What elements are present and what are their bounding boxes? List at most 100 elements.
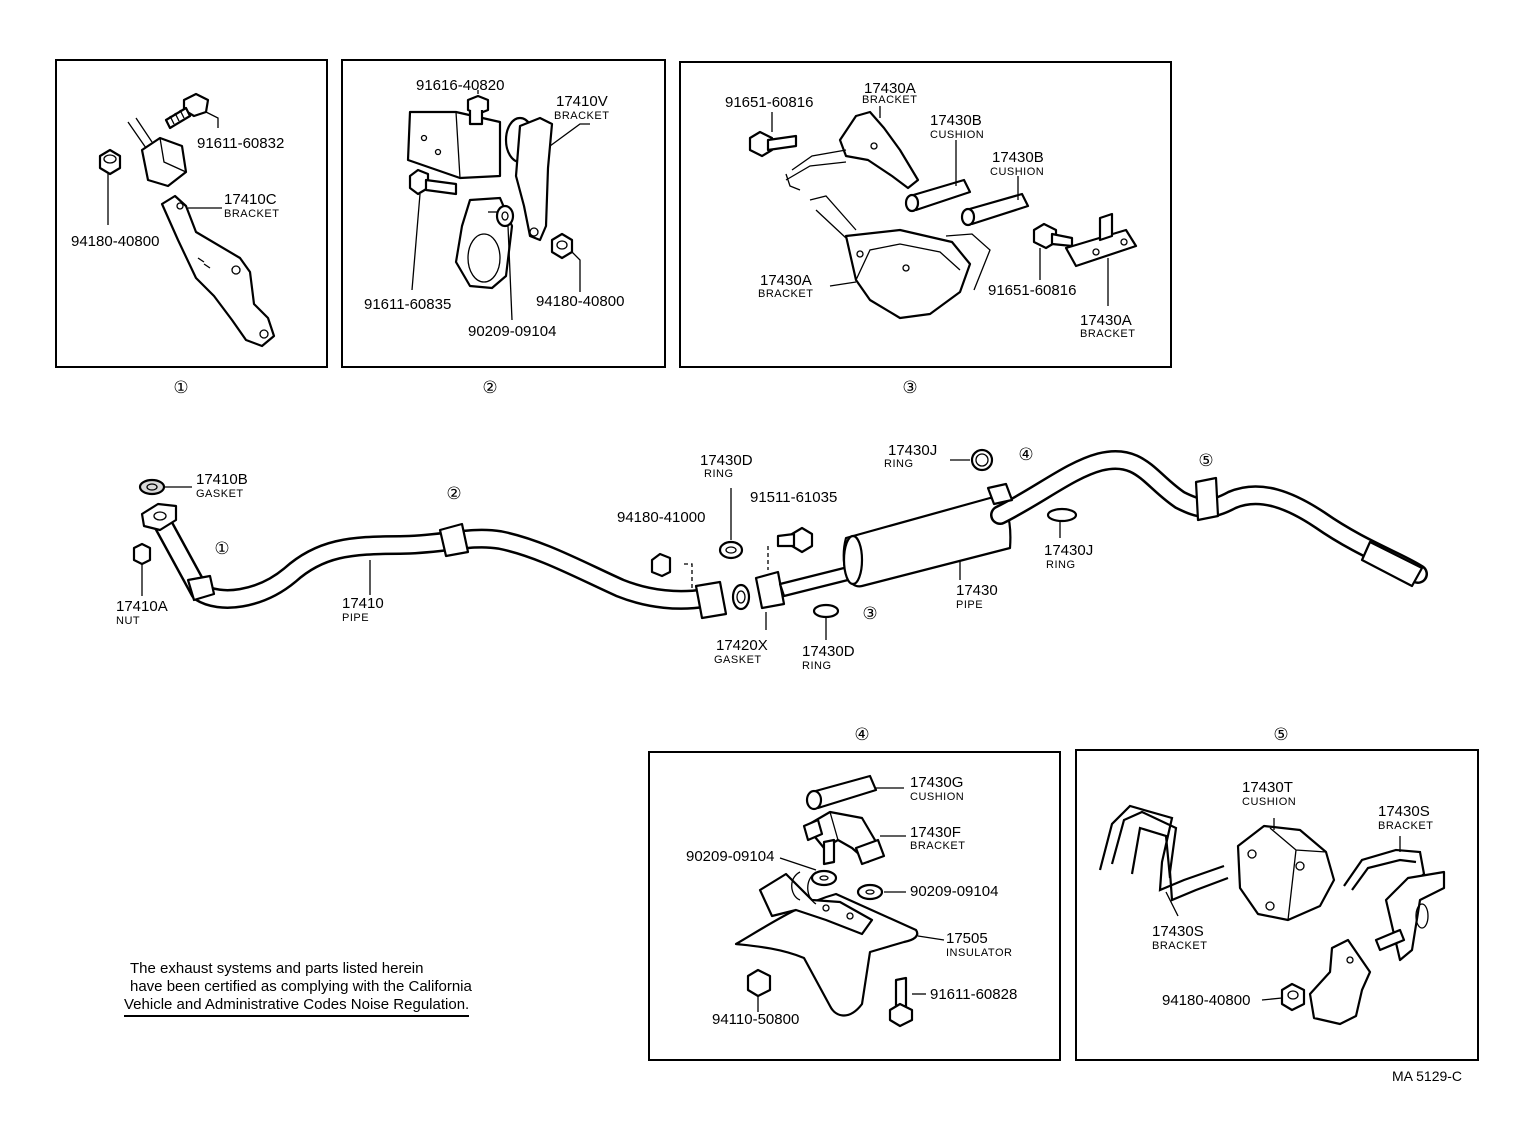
label-91611-60832: 91611-60832 xyxy=(197,135,284,152)
box-callout-3: ③ xyxy=(902,378,917,397)
desc-17430A-right: BRACKET xyxy=(1080,328,1135,340)
label-17430B-a: 17430B xyxy=(930,112,982,129)
label-91611-60835: 91611-60835 xyxy=(364,296,451,313)
bracket-icon xyxy=(1064,212,1138,268)
label-17430G: 17430G xyxy=(910,774,963,791)
bolt-icon xyxy=(767,526,814,570)
desc-17430T: CUSHION xyxy=(1242,796,1296,808)
box2-parts: 91616-40820 17410V BRACKET 91611-60835 9… xyxy=(364,77,624,340)
label-94180-40800-box1: 94180-40800 xyxy=(71,233,159,250)
muffler-pipe-icon xyxy=(754,450,1428,610)
detail-box-2 xyxy=(341,59,666,368)
desc-17410B: GASKET xyxy=(196,488,244,500)
box5-parts: 17430T CUSHION 17430S BRACKET 17430S BRA… xyxy=(1098,779,1446,1026)
detail-box-1 xyxy=(55,59,328,368)
label-94180-41000: 94180-41000 xyxy=(617,509,705,526)
ring-icon xyxy=(970,448,994,472)
label-17430A-top: 17430A xyxy=(864,80,916,97)
desc-17430: PIPE xyxy=(956,599,983,611)
loc-callout-1: ① xyxy=(214,539,229,558)
nut-icon xyxy=(746,968,772,998)
desc-17430S-left: BRACKET xyxy=(1152,940,1207,952)
cushion-icon xyxy=(1236,824,1336,922)
box-callout-4: ④ xyxy=(854,725,869,744)
detail-box-4 xyxy=(648,751,1061,1061)
label-17430B-b: 17430B xyxy=(992,149,1044,166)
nut-icon xyxy=(132,542,152,566)
bolt-icon xyxy=(408,168,458,196)
label-91611-60828: 91611-60828 xyxy=(930,986,1017,1003)
figure-code: MA 5129-C xyxy=(1392,1068,1463,1084)
washer-icon xyxy=(495,204,515,228)
note-line-2: have been certified as complying with th… xyxy=(130,978,472,995)
hanger-bracket-icon xyxy=(514,116,554,242)
nut-icon xyxy=(1280,982,1306,1012)
label-17505: 17505 xyxy=(946,930,988,947)
desc-17430D-bot: RING xyxy=(802,660,832,672)
desc-17430J-bot: RING xyxy=(1046,559,1076,571)
detail-box-3 xyxy=(679,61,1172,368)
washer-icon xyxy=(810,869,838,887)
desc-17430J-top: RING xyxy=(884,458,914,470)
box-callout-2: ② xyxy=(482,378,497,397)
bolt-icon xyxy=(822,838,836,866)
label-17410C: 17410C xyxy=(224,191,277,208)
desc-17410C: BRACKET xyxy=(224,208,279,220)
label-91616-40820: 91616-40820 xyxy=(416,77,504,94)
ring-icon xyxy=(718,540,744,560)
gasket-icon xyxy=(138,478,166,496)
desc-17430F: BRACKET xyxy=(910,840,965,852)
clamp-icon xyxy=(1308,938,1372,1026)
desc-17420X: GASKET xyxy=(714,654,762,666)
cushion-icon xyxy=(127,117,188,188)
label-17430A-right: 17430A xyxy=(1080,312,1132,329)
label-17430J-top: 17430J xyxy=(888,442,937,459)
note-line-3: Vehicle and Administrative Codes Noise R… xyxy=(124,996,470,1017)
label-90209-09104-b: 90209-09104 xyxy=(910,883,998,900)
bolt-icon xyxy=(1374,928,1406,952)
desc-17430A-top: BRACKET xyxy=(862,94,917,106)
nut-icon xyxy=(98,148,122,176)
ring-icon xyxy=(812,603,840,619)
bolt-icon xyxy=(888,976,914,1028)
certification-note: The exhaust systems and parts listed her… xyxy=(124,960,570,1017)
desc-17505: INSULATOR xyxy=(946,947,1012,959)
label-17430J-bot: 17430J xyxy=(1044,542,1093,559)
label-17420X: 17420X xyxy=(716,637,768,654)
bolt-icon xyxy=(748,130,798,158)
label-17430S-right: 17430S xyxy=(1378,803,1430,820)
box-callout-5: ⑤ xyxy=(1273,725,1288,744)
desc-17430S-right: BRACKET xyxy=(1378,820,1433,832)
desc-17430G: CUSHION xyxy=(910,791,964,803)
label-17430S-left: 17430S xyxy=(1152,923,1204,940)
label-17430T: 17430T xyxy=(1242,779,1293,796)
bracket-icon xyxy=(785,110,920,191)
desc-17430A-mid: BRACKET xyxy=(758,288,813,300)
label-91651-60816-b: 91651-60816 xyxy=(988,282,1076,299)
loc-callout-5: ⑤ xyxy=(1198,451,1213,470)
desc-17430D-top: RING xyxy=(704,468,734,480)
label-91651-60816-a: 91651-60816 xyxy=(725,94,813,111)
bracket-icon xyxy=(160,194,276,348)
label-17410: 17410 xyxy=(342,595,384,612)
desc-17430B-a: CUSHION xyxy=(930,129,984,141)
label-17430D-bot: 17430D xyxy=(802,643,855,660)
label-94180-40800-box2: 94180-40800 xyxy=(536,293,624,310)
bolt-icon xyxy=(164,92,210,130)
label-94180-40800-box5: 94180-40800 xyxy=(1162,992,1250,1009)
bracket-icon xyxy=(809,195,991,320)
loc-callout-2: ② xyxy=(446,484,461,503)
desc-17430B-b: CUSHION xyxy=(990,166,1044,178)
box1-parts: 91611-60832 94180-40800 17410C BRACKET xyxy=(71,92,284,348)
label-17410A: 17410A xyxy=(116,598,168,615)
desc-17410: PIPE xyxy=(342,612,369,624)
desc-17410V: BRACKET xyxy=(554,110,609,122)
label-17410B: 17410B xyxy=(196,471,248,488)
main-exhaust-assembly: 17410B GASKET 17410A NUT 17410 PIPE 9418… xyxy=(116,442,1428,672)
nut-icon xyxy=(550,232,574,260)
gasket-icon xyxy=(731,583,751,611)
cushion-icon xyxy=(904,178,972,213)
desc-17410A: NUT xyxy=(116,615,140,627)
